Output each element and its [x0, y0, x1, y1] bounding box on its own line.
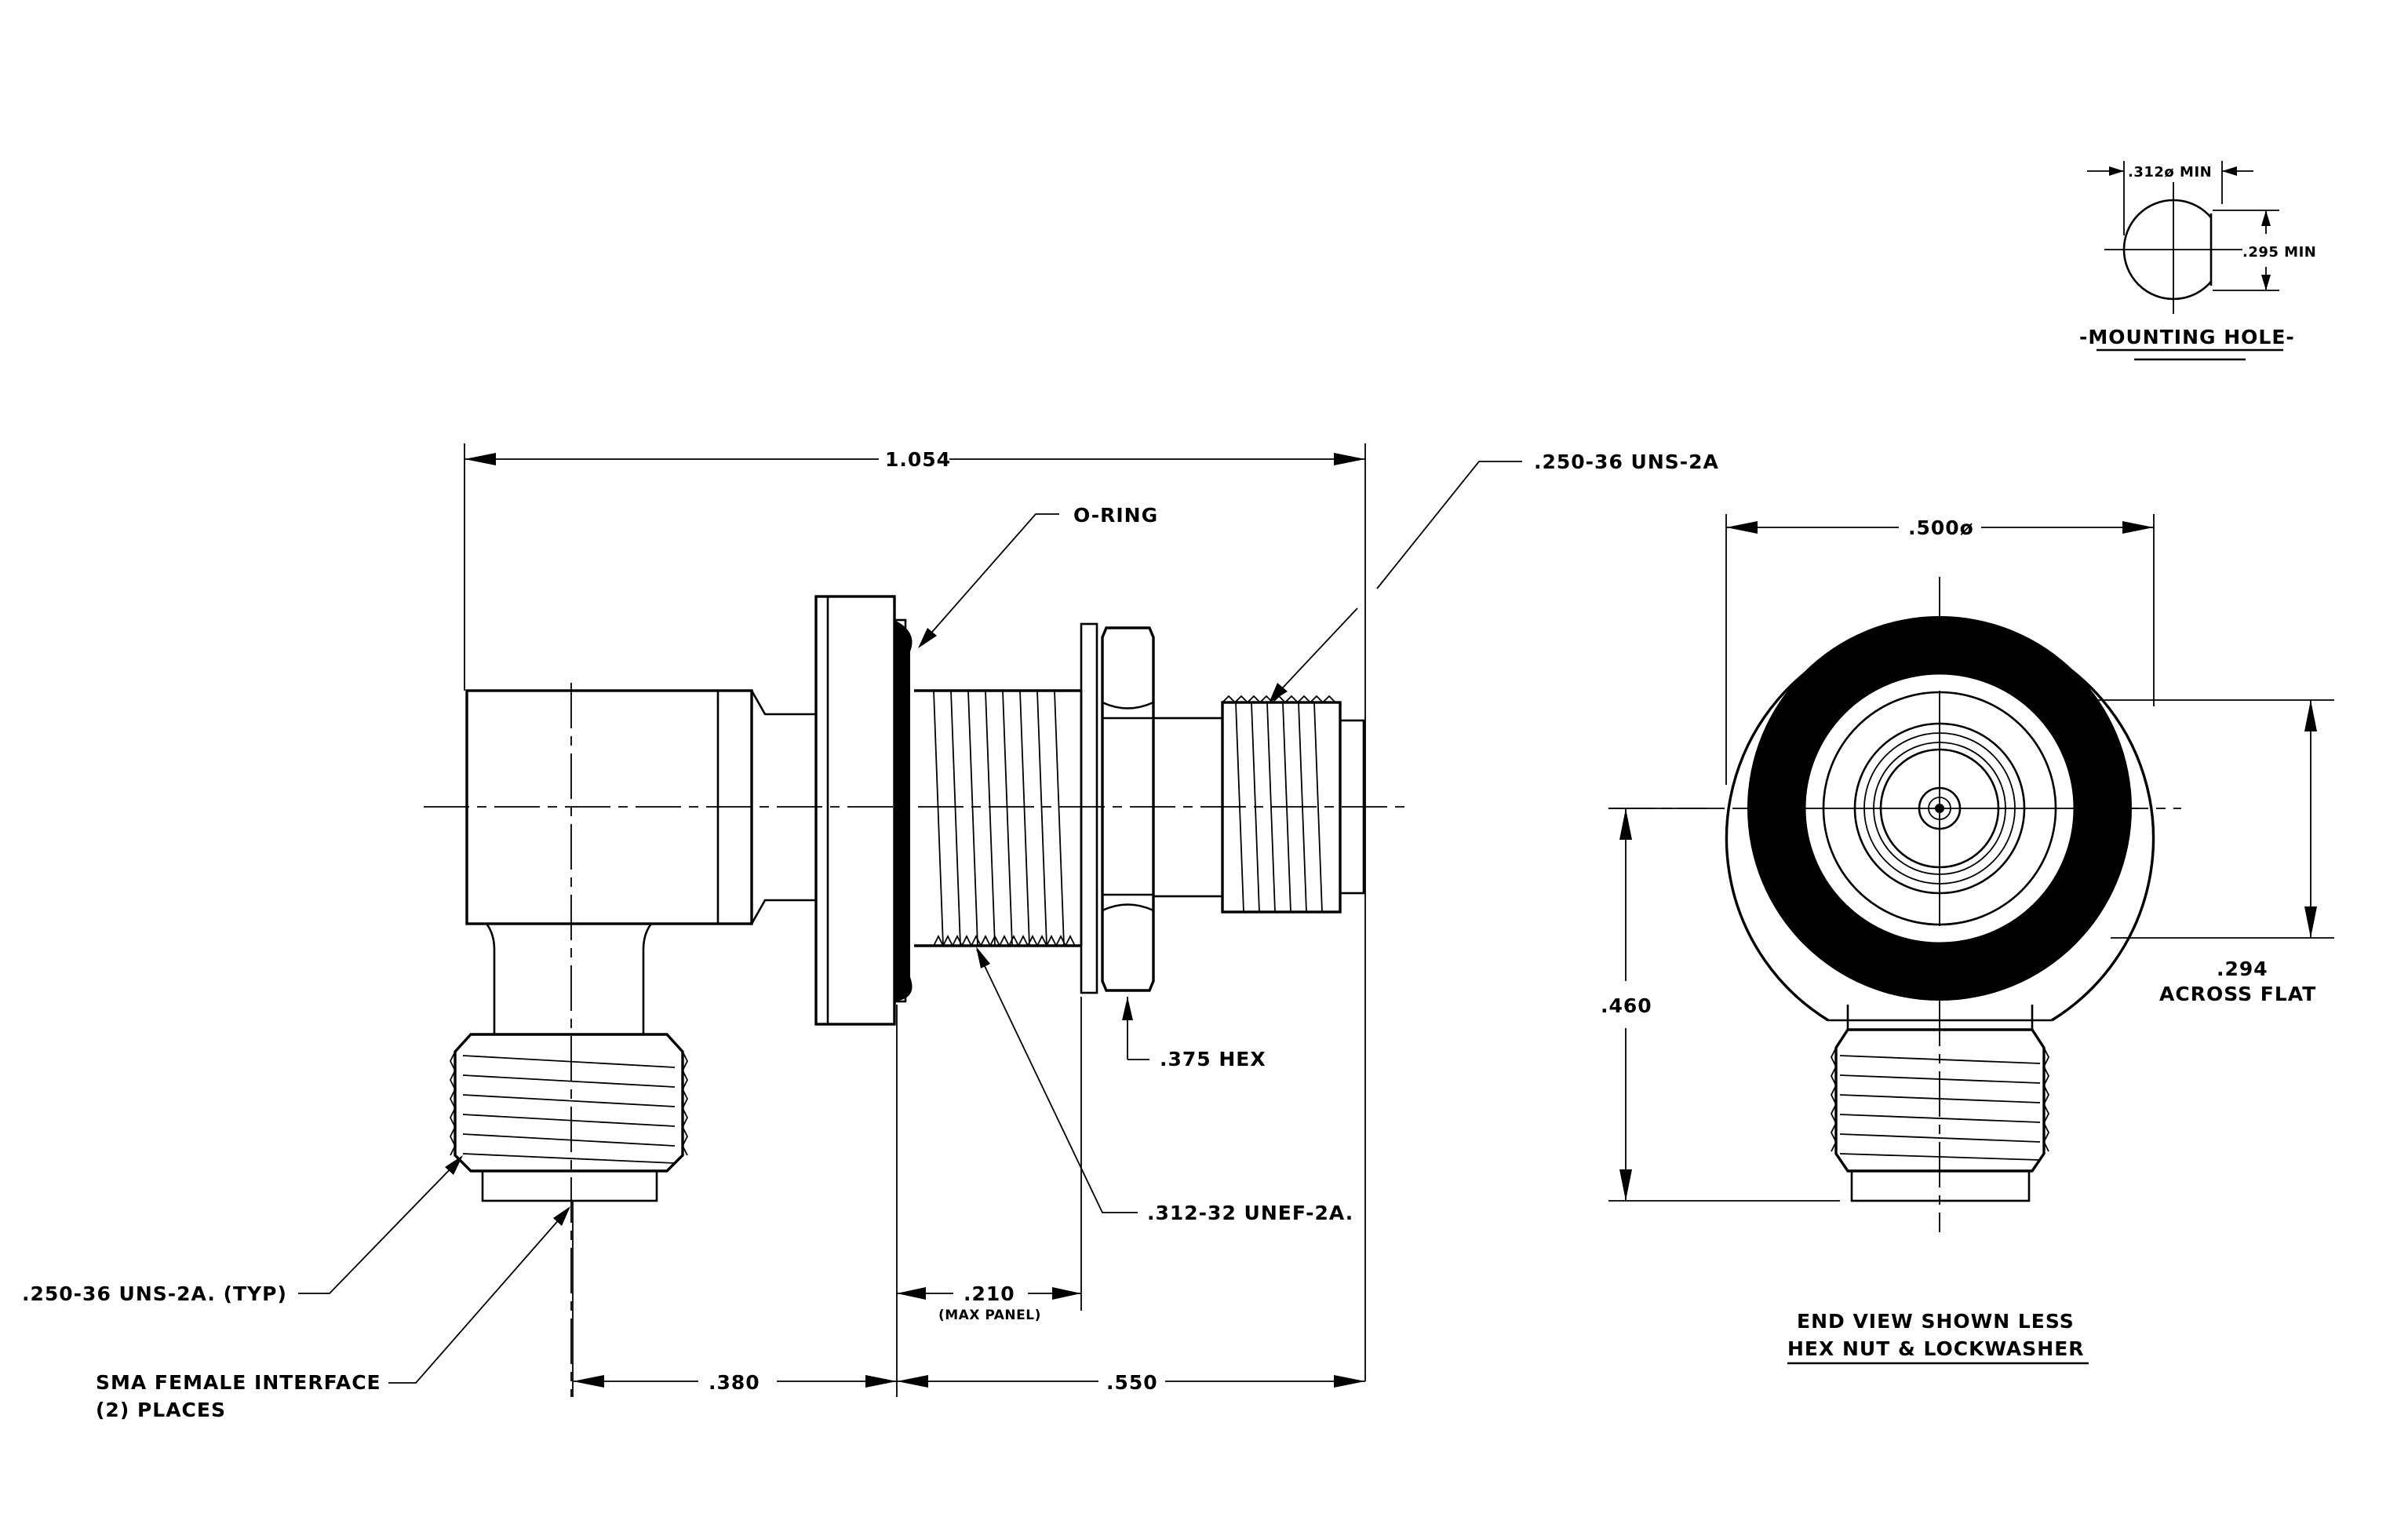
dim-across-flat-value: .294: [2217, 957, 2268, 980]
mounting-hole-flat-label: .295 MIN: [2242, 244, 2316, 261]
body-thread: [914, 689, 1083, 948]
o-ring: [894, 620, 913, 1001]
end-view-note-line2: HEX NUT & LOCKWASHER: [1787, 1337, 2085, 1360]
side-view: 1.054 O-RING .250-36 UNS-2A .375 HEX .31…: [22, 443, 1719, 1421]
dim-end-height: .460: [1601, 994, 1652, 1017]
elbow-body: [465, 689, 753, 925]
panel-note: (MAX PANEL): [938, 1308, 1041, 1323]
mounting-hole-detail: .312ø MIN .295 MIN -MOUNTING HOLE-: [2079, 161, 2316, 361]
label-interface-line1: SMA FEMALE INTERFACE: [96, 1371, 381, 1394]
rear-thread: [1221, 695, 1342, 914]
label-hex: .375 HEX: [1160, 1048, 1266, 1071]
dim-across-flat-text: ACROSS FLAT: [2159, 983, 2316, 1005]
end-view: .500ø .294 ACROSS FLAT .460 END VIEW SHO…: [1601, 514, 2334, 1365]
mounting-hole-title: -MOUNTING HOLE-: [2079, 326, 2295, 348]
hex-nut: [1101, 626, 1155, 992]
lower-thread: [449, 1033, 689, 1173]
label-typ-thread: .250-36 UNS-2A. (TYP): [22, 1282, 287, 1305]
dim-panel-thickness: .210: [964, 1282, 1015, 1305]
label-rear-thread: .250-36 UNS-2A: [1534, 450, 1719, 473]
mounting-hole-diameter-label: .312ø MIN: [2128, 164, 2212, 181]
label-body-thread: .312-32 UNEF-2A.: [1147, 1202, 1353, 1224]
label-o-ring: O-RING: [1073, 504, 1158, 527]
dim-overall-length: 1.054: [885, 448, 951, 471]
dim-end-diameter: .500ø: [1908, 516, 1974, 539]
label-interface-line2: (2) PLACES: [96, 1399, 226, 1421]
end-view-lower-thread: [1830, 1005, 2050, 1202]
dim-right: .550: [1106, 1371, 1158, 1394]
lockwasher: [1080, 622, 1098, 994]
dim-left: .380: [709, 1371, 760, 1394]
end-view-note-line1: END VIEW SHOWN LESS: [1797, 1310, 2075, 1333]
